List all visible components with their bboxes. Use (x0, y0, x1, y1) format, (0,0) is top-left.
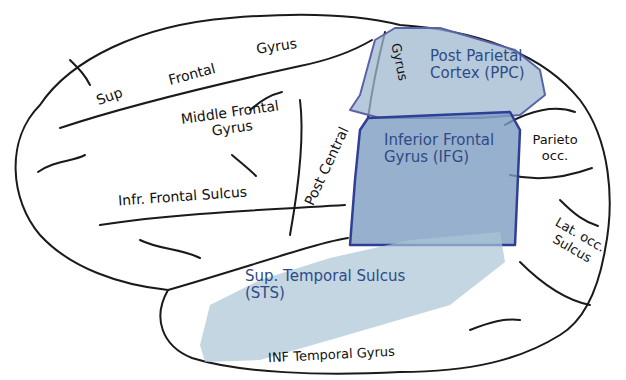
region-outline (350, 112, 520, 245)
region-outline (200, 232, 505, 362)
region-label: Inferior Frontal Gyrus (IFG) (384, 132, 512, 166)
brain-outline (16, 15, 610, 374)
region-ppc: Post Parietal Cortex (PPC) (345, 26, 547, 122)
region-label: Sup. Temporal Sulcus (STS) (245, 268, 423, 302)
gyrus-label: Frontal (167, 60, 217, 88)
sulcus-label: Lat. occ. Sulcus (537, 210, 615, 274)
central-sulcus (290, 100, 302, 235)
occ-boundary (510, 168, 592, 178)
region-label: Post Parietal Cortex (PPC) (430, 48, 538, 82)
sulcus-stroke (140, 240, 200, 258)
sulcus-stroke (38, 155, 85, 172)
sulcus-stroke (232, 155, 256, 176)
sulcus-label: Parieto occ. (524, 132, 586, 164)
region-sts: Sup. Temporal Sulcus (STS) (195, 228, 510, 364)
sulcus-label: Infr. Frontal Sulcus (118, 184, 248, 209)
gyrus-label: Post Central (301, 124, 351, 208)
lat-occ-sulcus (520, 262, 590, 305)
region-shape (346, 110, 524, 248)
sulcus-stroke (70, 60, 90, 85)
inf-frontal-sulcus (100, 205, 345, 225)
region-outline (350, 28, 545, 118)
gyrus-label: Gyrus (255, 35, 298, 57)
sulcus-stroke (470, 319, 520, 330)
region-ifg: Inferior Frontal Gyrus (IFG) (346, 110, 524, 248)
gyrus-label: Middle Frontal Gyrus (163, 95, 298, 145)
region-shape (195, 228, 510, 364)
gyrus-label: Sup (94, 84, 125, 108)
